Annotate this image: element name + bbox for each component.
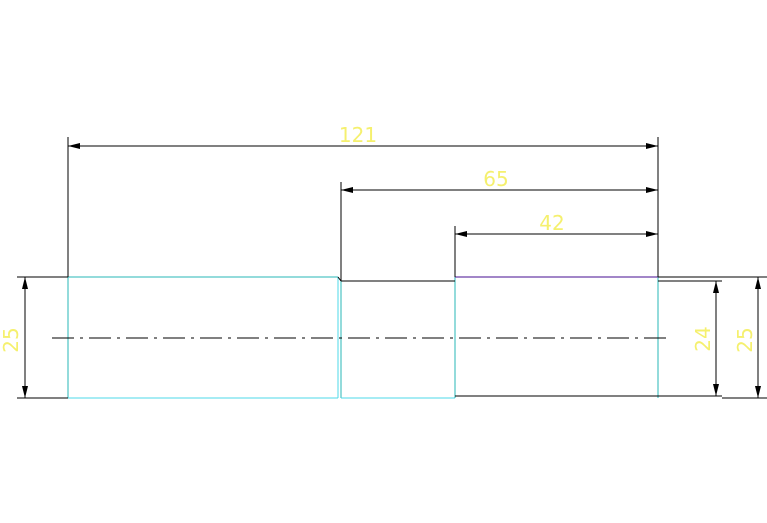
dim-text-right-24: 24: [691, 326, 715, 351]
dim-text-65: 65: [483, 167, 508, 191]
dim-text-left-25: 25: [0, 327, 23, 352]
dim-text-42: 42: [539, 211, 564, 235]
dim-text-121: 121: [339, 123, 377, 147]
dim-text-right-25: 25: [733, 327, 757, 352]
horizontal-dimensions: [68, 143, 658, 237]
vertical-dimensions: [22, 277, 761, 398]
shaft-outline: [67, 276, 659, 399]
dimension-labels: 121 65 42 25 24 25: [0, 123, 757, 353]
